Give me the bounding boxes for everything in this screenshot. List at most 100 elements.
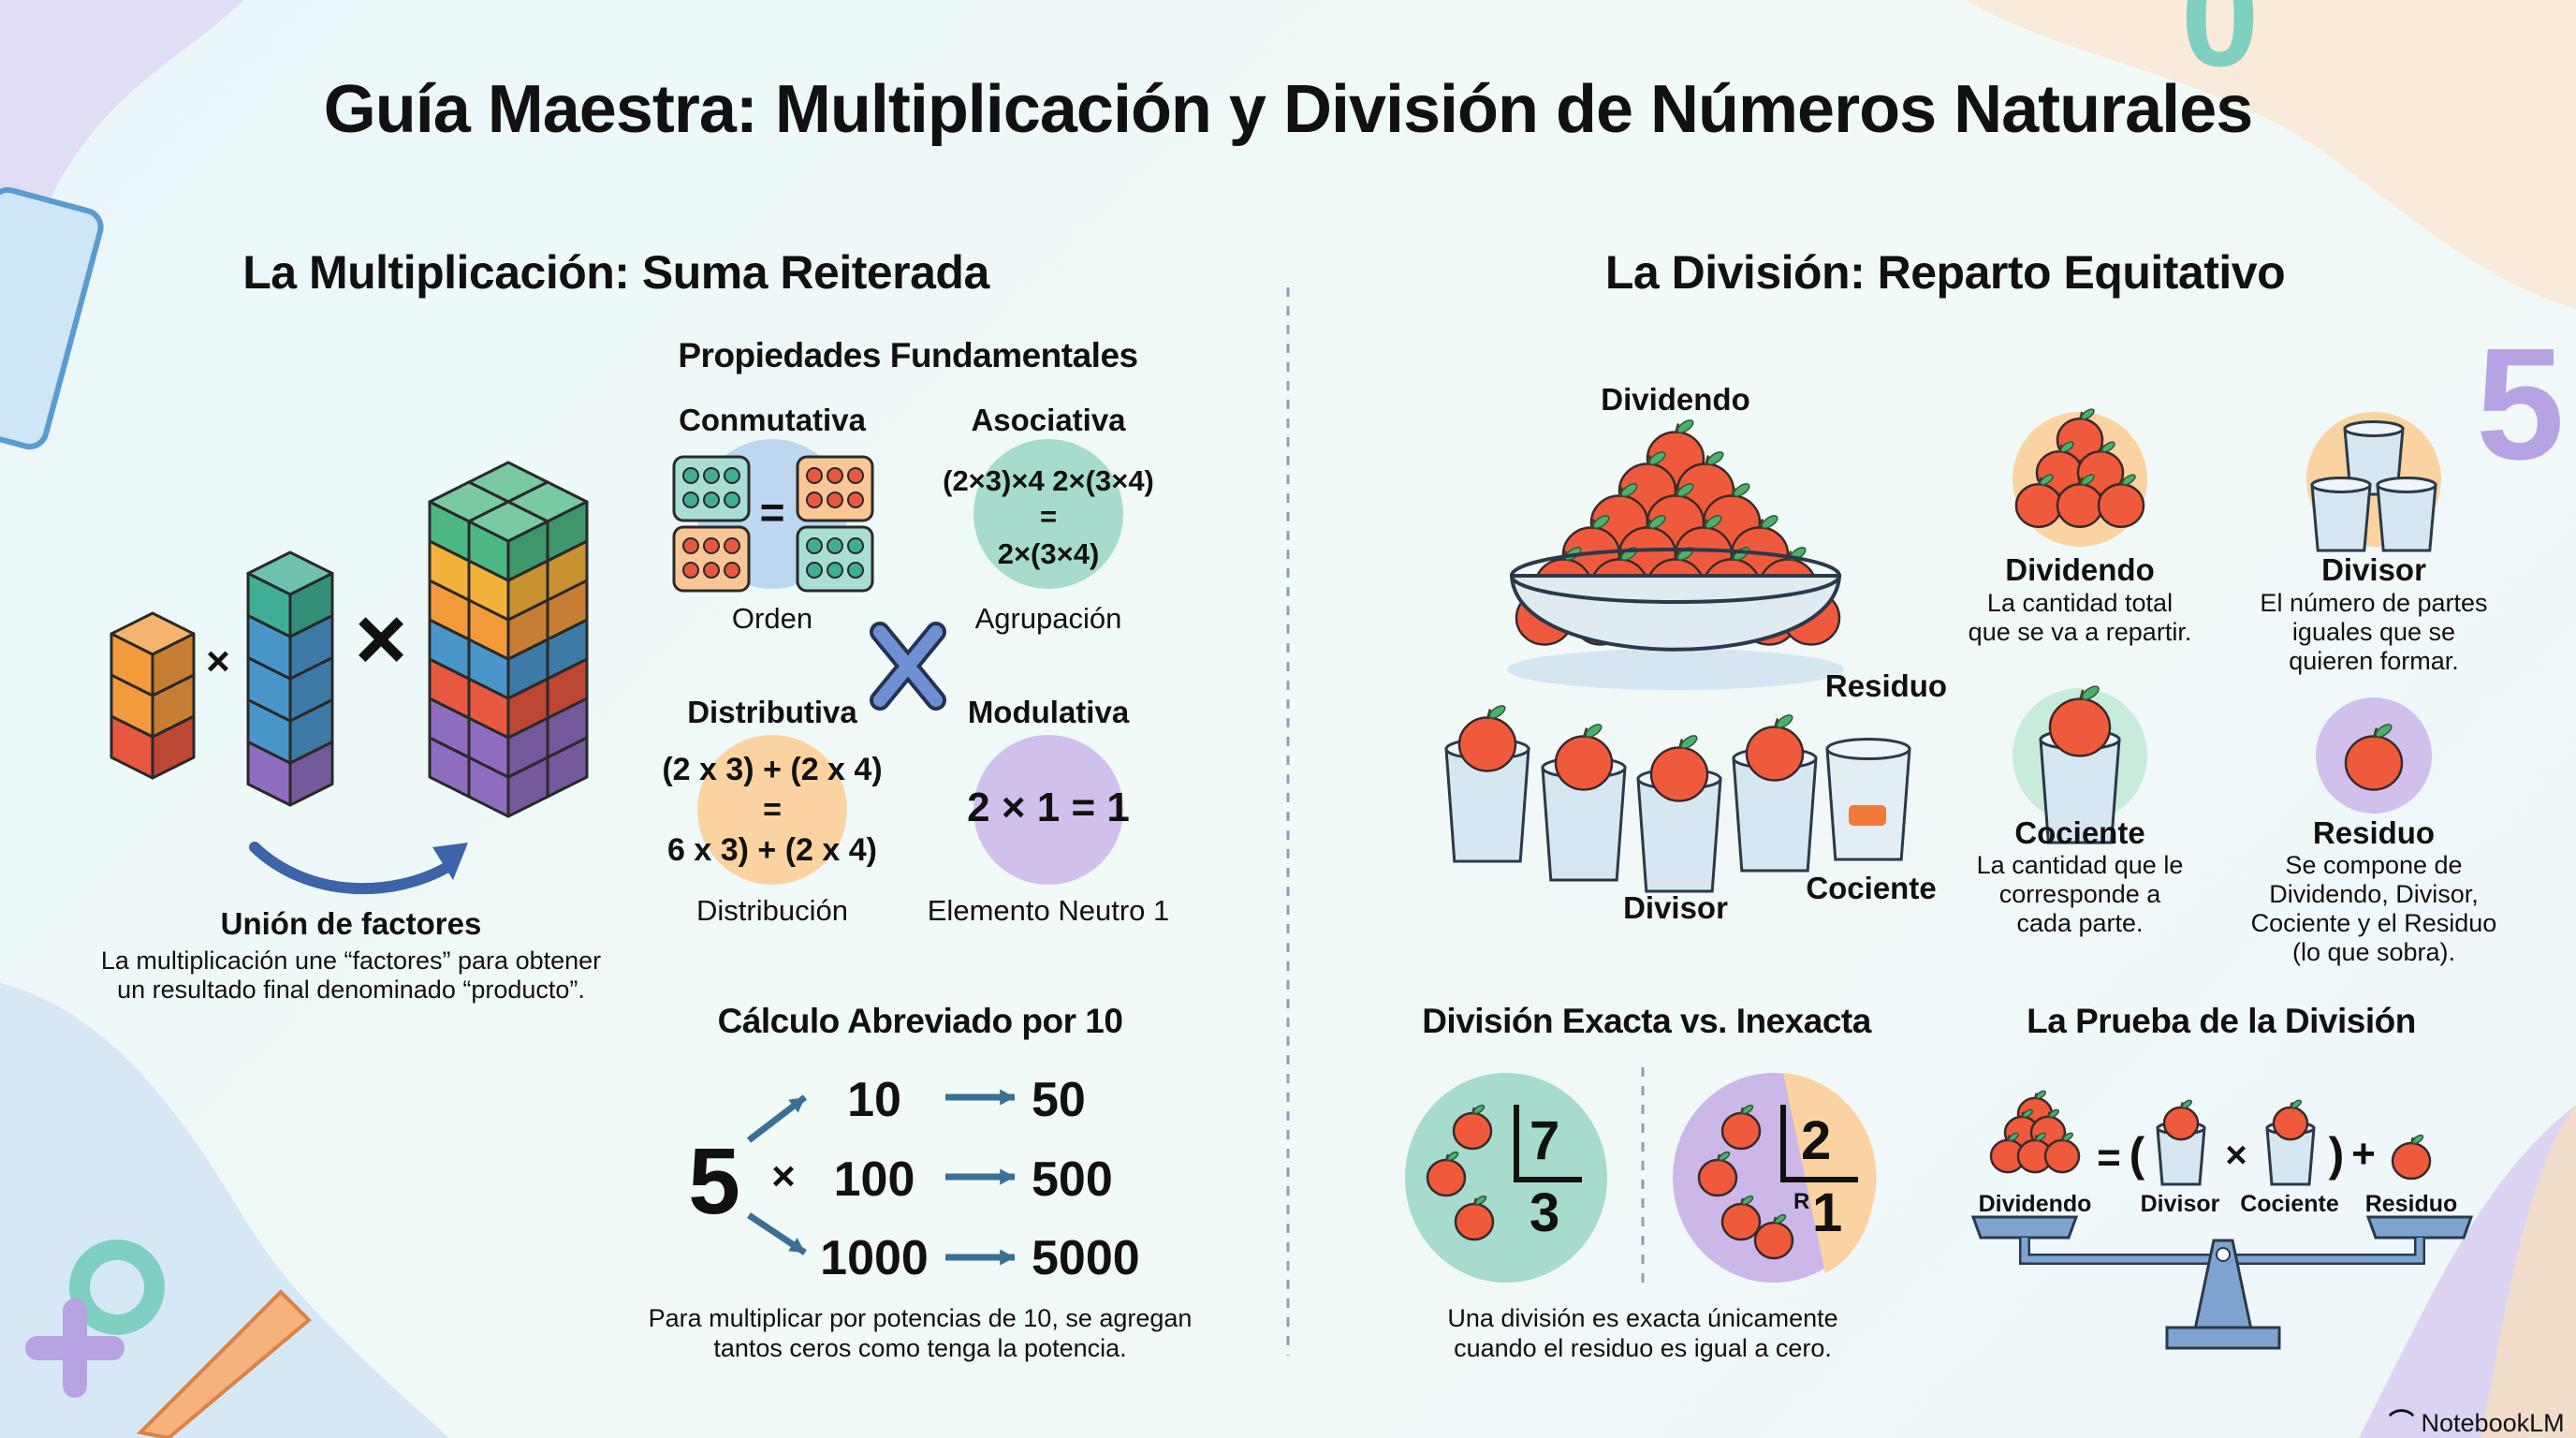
apple-pyramid-icon xyxy=(2014,408,2145,529)
scene-label-residuo: Residuo xyxy=(1824,668,1948,703)
deco-number-five: 5 xyxy=(2476,315,2565,493)
apple-icon xyxy=(1697,1151,1738,1197)
curved-arrow-icon xyxy=(249,842,455,895)
conmutativa-name: Conmutativa xyxy=(679,403,866,437)
card-cociente-desc-2: corresponde a xyxy=(1998,880,2161,908)
proof-label-dividendo: Dividendo xyxy=(1978,1191,2092,1217)
page-title: Guía Maestra: Multiplicación y División … xyxy=(323,72,2254,147)
exact-caption-1: Una división es exacta únicamente xyxy=(1447,1304,1838,1332)
apple-icon xyxy=(1452,1104,1493,1151)
modulativa-label: Elemento Neutro 1 xyxy=(927,894,1170,927)
tablet-icon xyxy=(0,186,104,450)
corner-blob-top-right xyxy=(1966,0,2576,309)
dot-card-icon xyxy=(796,525,874,593)
proof-close-paren: ) xyxy=(2328,1128,2345,1181)
apple-icon xyxy=(2043,1132,2081,1174)
distributiva-expr-3: 6 x 3) + (2 x 4) xyxy=(667,832,877,868)
cup-icon xyxy=(2376,477,2437,552)
shortcut-caption-2: tantos ceros como tenga la potencia. xyxy=(713,1334,1127,1362)
apple-icon xyxy=(1720,1195,1762,1241)
apple-icon xyxy=(1753,1213,1794,1260)
branch-arrow-down-head xyxy=(788,1238,805,1253)
division-heading: La División: Reparto Equitativo xyxy=(1604,246,2286,299)
card-residuo-desc-2: Dividendo, Divisor, xyxy=(2269,880,2479,908)
asociativa-circle xyxy=(973,439,1123,589)
apple-icon xyxy=(1457,705,1517,772)
inexact-remainder: 1 xyxy=(1812,1182,1843,1243)
apple-icon xyxy=(1745,714,1805,782)
result-arrow-2-head xyxy=(1000,1168,1015,1185)
shortcut-result-500: 500 xyxy=(1032,1152,1113,1207)
times-big-sign: × xyxy=(354,589,408,689)
cube-icon xyxy=(467,500,549,582)
proof-open-paren: ( xyxy=(2129,1128,2145,1181)
apple-icon xyxy=(1554,724,1614,791)
asociativa-expr-1: (2×3)×4 2×(3×4) xyxy=(943,464,1154,497)
union-title: Unión de factores xyxy=(220,906,482,941)
modulativa-expr: 2 × 1 = 1 xyxy=(967,785,1130,830)
arrow-head-icon xyxy=(432,843,468,880)
card-residuo-desc-4: (lo que sobra). xyxy=(2291,938,2456,966)
deco-pencil xyxy=(136,1289,312,1438)
card-residuo-title: Residuo xyxy=(2312,815,2436,850)
exact-divisor: 7 xyxy=(1530,1110,1560,1171)
proof-label-divisor: Divisor xyxy=(2140,1191,2220,1217)
asociativa-name: Asociativa xyxy=(971,403,1126,437)
dot-card-icon xyxy=(672,455,751,522)
cup-icon xyxy=(2310,477,2372,552)
dot-card-icon xyxy=(672,525,751,593)
apple-icon xyxy=(2391,1134,2432,1181)
card-cociente-desc-1: La cantidad que le xyxy=(1976,851,2184,879)
shortcut-result-5000: 5000 xyxy=(1032,1231,1140,1285)
proof-plus: + xyxy=(2351,1131,2376,1177)
distributiva-expr-1: (2 x 3) + (2 x 4) xyxy=(662,752,883,787)
distributiva-expr-2: = xyxy=(763,792,782,828)
asociativa-label: Agrupación xyxy=(974,602,1122,635)
apple-icon xyxy=(2162,1099,2200,1141)
deco-number-zero: 0 xyxy=(2181,0,2259,95)
deco-ring xyxy=(69,1240,165,1335)
result-arrow-3-head xyxy=(1000,1249,1015,1266)
shortcut-factor-100: 100 xyxy=(833,1152,915,1207)
modulativa-name: Modulativa xyxy=(967,695,1130,729)
shortcut-title: Cálculo Abreviado por 10 xyxy=(717,1002,1123,1040)
remainder-piece-icon xyxy=(1849,805,1886,826)
card-residuo-desc-1: Se compone de xyxy=(2285,851,2463,879)
long-division-bracket xyxy=(1514,1105,1582,1182)
shortcut-times: × xyxy=(771,1153,796,1199)
card-divisor-title: Divisor xyxy=(2321,552,2426,587)
cup-icon xyxy=(1825,737,1911,861)
proof-label-residuo: Residuo xyxy=(2364,1191,2458,1217)
long-division-bracket-2 xyxy=(1780,1105,1858,1182)
remainder-mark: R xyxy=(1793,1189,1810,1214)
branch-arrow-up-head xyxy=(788,1097,805,1113)
shortcut-factor-1000: 1000 xyxy=(820,1231,929,1285)
multiplication-heading: La Multiplicación: Suma Reiterada xyxy=(242,246,989,299)
bowl-rim xyxy=(1510,548,1841,604)
bowl-icon xyxy=(1509,574,1842,652)
union-desc-line-1: La multiplicación une “factores” para ob… xyxy=(100,946,602,975)
dot-card-icon xyxy=(796,455,874,522)
inexact-divisor: 2 xyxy=(1801,1110,1832,1171)
card-divisor-desc-2: iguales que se xyxy=(2291,618,2456,646)
card-dividendo-title: Dividendo xyxy=(2005,552,2155,587)
proof-equals: = xyxy=(2097,1135,2121,1181)
apple-icon xyxy=(2048,685,2112,757)
distributiva-name: Distributiva xyxy=(687,695,857,729)
distributiva-label: Distribución xyxy=(696,894,848,927)
corner-blob-top-left xyxy=(0,0,243,300)
exact-title: División Exacta vs. Inexacta xyxy=(1422,1002,1871,1040)
proof-dividendo-apples xyxy=(1989,1090,2081,1174)
apple-icon xyxy=(1454,1195,1495,1241)
cube-icon xyxy=(110,611,196,697)
distributiva-circle xyxy=(697,735,847,885)
card-divisor-desc-3: quieren formar. xyxy=(2289,647,2459,675)
asociativa-expr-2: = xyxy=(1039,500,1058,533)
scene-label-dividendo: Dividendo xyxy=(1601,382,1750,417)
apple-icon xyxy=(1426,1151,1467,1197)
exact-caption-2: cuando el residuo es igual a cero. xyxy=(1454,1334,1832,1362)
times-small-sign: × xyxy=(206,638,230,684)
